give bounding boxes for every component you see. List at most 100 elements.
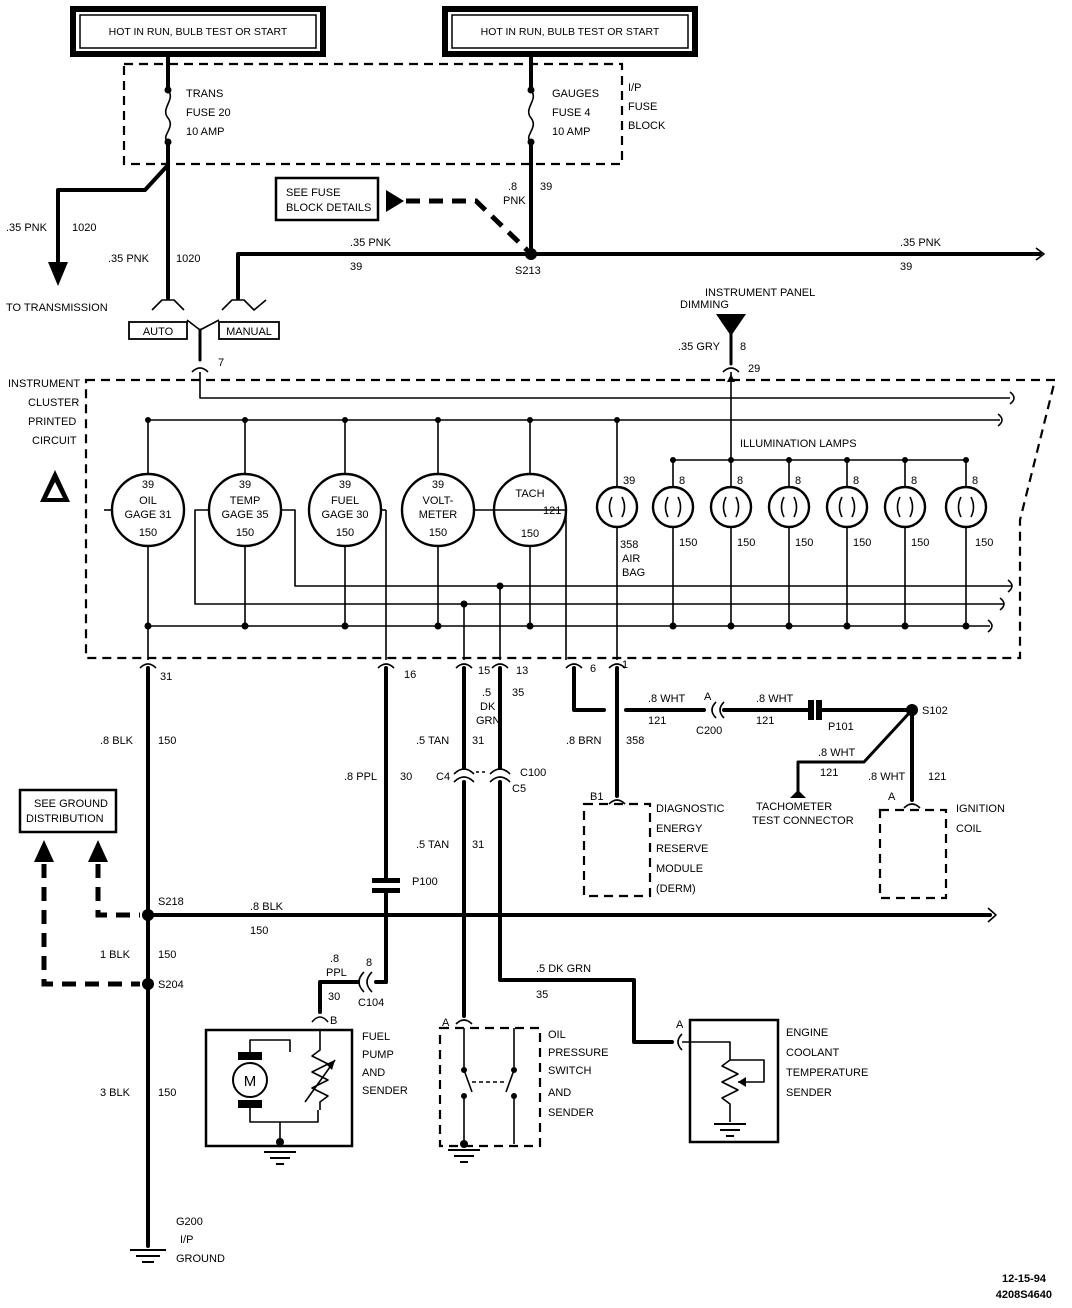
circuit-30: .8 PPL 30 P100 8 C104 .8 PPL 30 B	[311, 666, 438, 1027]
derm-label-4: MODULE	[656, 863, 703, 875]
oil-gauge-l1: OIL	[139, 495, 157, 507]
circuit-150: .8 BLK 150 S218 .8 BLK 150 1 BLK 150 S20…	[18, 666, 997, 1265]
p100-label: P100	[412, 876, 438, 888]
tan31-a-circ: 31	[472, 735, 484, 747]
w39-bus-r-gauge: .35 PNK	[900, 237, 942, 249]
ground-label-2: I/P	[180, 1234, 193, 1246]
blk150-c-gauge: 3 BLK	[100, 1087, 131, 1099]
ground-icon	[130, 1249, 166, 1263]
circuit-35: .5 DK GRN 35 C100 C5 .5 DK GRN 35 A	[476, 666, 684, 1051]
blk150-b-gauge: 1 BLK	[100, 949, 131, 961]
ppl30-b-color: PPL	[326, 967, 347, 979]
oil-pressure-switch: OIL PRESSURE SWITCH AND SENDER	[438, 1026, 609, 1163]
w39-fuse-gauge: .8	[508, 181, 517, 193]
oil-switch-pin: A	[442, 1017, 450, 1029]
airbag-top: 39	[623, 475, 635, 487]
oil-switch-label-3: SWITCH	[548, 1065, 591, 1077]
see-fuse-line-2: BLOCK DETAILS	[286, 202, 371, 214]
ppl30-b-gauge: .8	[330, 953, 339, 965]
illumination-lamp-5: 8 150	[883, 457, 929, 626]
tach-test-label-2: TEST CONNECTOR	[752, 815, 854, 827]
tan31-b-gauge: .5 TAN	[416, 839, 449, 851]
ground-icon	[714, 1123, 746, 1137]
oil-switch-label-4: AND	[548, 1087, 571, 1099]
ppl30-b-circ: 30	[328, 991, 340, 1003]
wht121-c-gauge: .8 WHT	[818, 747, 856, 759]
gauges-fuse-rating: 10 AMP	[552, 126, 591, 138]
lamp-3-bot: 150	[795, 537, 813, 549]
c200-label: C200	[696, 725, 722, 737]
lamp-5-top: 8	[911, 475, 917, 487]
ground-label-1: G200	[176, 1216, 203, 1228]
trans-fuse-number: FUSE 20	[186, 107, 231, 119]
w1020-out-gauge: .35 PNK	[6, 222, 48, 234]
lamp-6-bot: 150	[975, 537, 993, 549]
ppl30-circ: 30	[400, 771, 412, 783]
lamp-1-bot: 150	[679, 537, 697, 549]
temp-gauge-bot: 150	[236, 527, 254, 539]
oil-gauge: 39 OIL GAGE 31 150	[110, 417, 186, 548]
brn358-gauge: .8 BRN	[566, 735, 602, 747]
fuel-pump-and-sender: M FUEL PUMP AND SENDER	[204, 1028, 408, 1165]
tachometer: TACH 121 150	[492, 417, 568, 548]
motor-icon: M	[232, 1052, 268, 1108]
see-fuse-line-1: SEE FUSE	[286, 187, 340, 199]
w39-bus-l-circ: 39	[350, 261, 362, 273]
cluster-label-1: INSTRUMENT	[8, 378, 80, 390]
temp-gauge-l1: TEMP	[230, 495, 261, 507]
wht121-b-circ: 121	[756, 715, 774, 727]
derm-module: DIAGNOSTIC ENERGY RESERVE MODULE (DERM)	[582, 802, 725, 898]
c5-label: C5	[512, 783, 526, 795]
fuel-pump-label-4: SENDER	[362, 1085, 408, 1097]
illumination-lamps-label: ILLUMINATION LAMPS	[740, 438, 857, 450]
dkgrn35-color: DK	[480, 701, 496, 713]
illumination-lamp-4: 8 150	[825, 457, 871, 626]
ect-label-1: ENGINE	[786, 1027, 828, 1039]
pin-6: 6	[590, 663, 596, 675]
p101-label: P101	[828, 721, 854, 733]
trans-fuse-rating: 10 AMP	[186, 126, 225, 138]
illumination-lamp-6: 8 150	[944, 457, 993, 626]
w1020-out-circ: 1020	[72, 222, 96, 234]
circuit-39: .8 PNK 39 S213 .35 PNK 39 .35 PNK 39 SEE…	[236, 163, 1045, 300]
cluster-label-4: CIRCUIT	[32, 435, 77, 447]
airbag-l1: AIR	[622, 553, 640, 565]
wht121-a-gauge: .8 WHT	[648, 693, 686, 705]
w39-bus-l-gauge: .35 PNK	[350, 237, 392, 249]
oil-gauge-bot: 150	[139, 527, 157, 539]
see-ground-line-1: SEE GROUND	[34, 798, 108, 810]
ground-icon	[448, 1149, 480, 1163]
blk150-a-circ: 150	[158, 735, 176, 747]
lamp-2-bot: 150	[737, 537, 755, 549]
pin-7: 7	[218, 357, 224, 369]
pin-13: 13	[516, 665, 528, 677]
blk150-bus-circ: 150	[250, 925, 268, 937]
ground-label-3: GROUND	[176, 1253, 225, 1265]
blk150-b-circ: 150	[158, 949, 176, 961]
airbag-l2: BAG	[622, 567, 645, 579]
lamp-2-top: 8	[737, 475, 743, 487]
ignition-pin: A	[888, 791, 896, 803]
instrument-cluster: INSTRUMENT CLUSTER PRINTED CIRCUIT ILLUM…	[8, 367, 1057, 660]
oil-gauge-top: 39	[142, 479, 154, 491]
fuel-gauge-l1: FUEL	[331, 495, 359, 507]
motor-label: M	[244, 1073, 257, 1090]
w1020-main-gauge: .35 PNK	[108, 253, 150, 265]
ground-icon	[264, 1151, 296, 1165]
footer: 12-15-94 4208S4640	[996, 1273, 1052, 1301]
dkgrn35-color2: GRN	[476, 715, 501, 727]
w39-bus-r-circ: 39	[900, 261, 912, 273]
temp-gauge-l2: GAGE 35	[221, 509, 268, 521]
wht121-a-circ: 121	[648, 715, 666, 727]
power-source-right-text: HOT IN RUN, BULB TEST OR START	[481, 26, 660, 38]
w39-fuse-color: PNK	[503, 195, 526, 207]
wht121-b-gauge: .8 WHT	[756, 693, 794, 705]
dim-gauge: .35 GRY	[678, 341, 721, 353]
wht121-e-circ: 121	[928, 771, 946, 783]
voltmeter-l1: VOLT-	[423, 495, 454, 507]
splice-s204: S204	[158, 979, 184, 991]
fuel-pump-label-3: AND	[362, 1067, 385, 1079]
tan31-a-gauge: .5 TAN	[416, 735, 449, 747]
ip-dimming-line-1: INSTRUMENT PANEL	[705, 287, 815, 299]
